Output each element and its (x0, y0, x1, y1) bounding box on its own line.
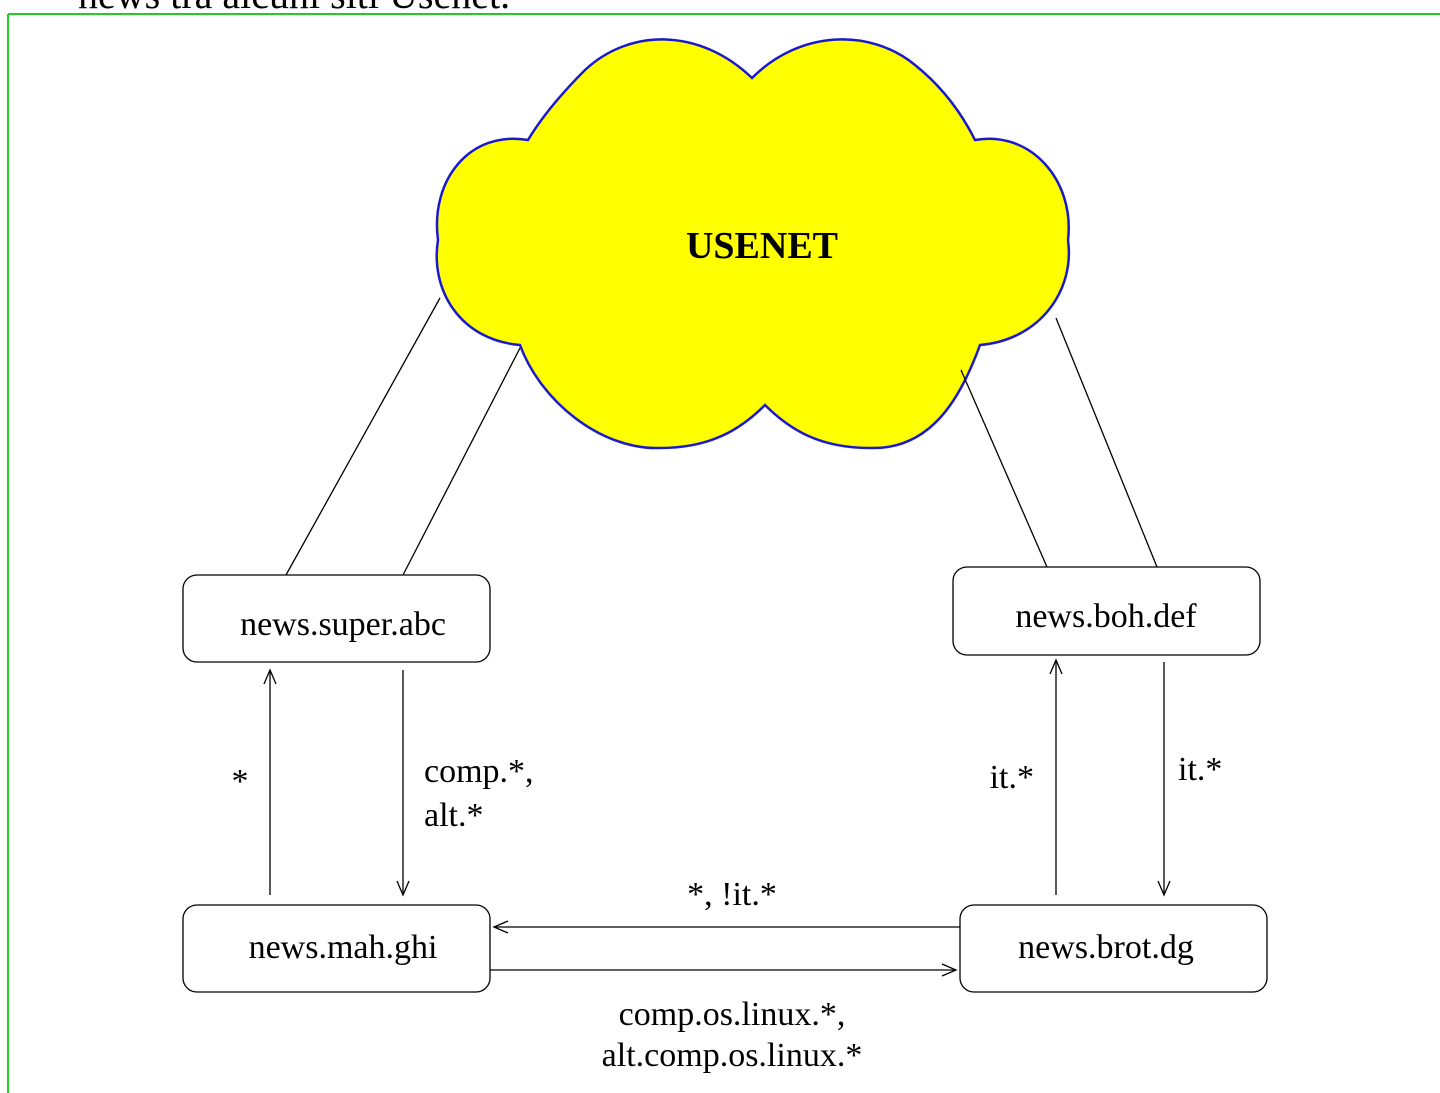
edge-brot-to-boh: it.* (990, 658, 1063, 895)
edge-mah-to-super: * (232, 668, 277, 895)
node-label: news.boh.def (1015, 598, 1197, 635)
cloud-links (285, 297, 1158, 576)
edge-label: *, !it.* (687, 876, 777, 913)
caption-text: news tra alcuni siti Usenet. (78, 0, 510, 17)
node-news-mah-ghi: news.mah.ghi (182, 904, 491, 993)
frame (7, 13, 1440, 1093)
edge-label: it.* (1178, 751, 1222, 788)
node-label: news.super.abc (240, 606, 446, 643)
cloud-label: USENET (686, 225, 838, 267)
edge-brot-to-mah: *, !it.* (492, 876, 960, 934)
node-label: news.mah.ghi (249, 929, 438, 966)
node-news-brot-dg: news.brot.dg (959, 904, 1268, 993)
edge-label: * (232, 763, 249, 800)
usenet-cloud (435, 38, 1071, 450)
edge-label-line-1: comp.*, (424, 753, 534, 790)
edge-label-line-1: comp.os.linux.*, (619, 996, 846, 1033)
edge-super-to-mah: comp.*, alt.* (396, 670, 534, 897)
node-label: news.brot.dg (1018, 929, 1194, 966)
edge-mah-to-brot: comp.os.linux.*, alt.comp.os.linux.* (490, 963, 958, 1074)
node-news-super-abc: news.super.abc (182, 574, 491, 663)
node-news-boh-def: news.boh.def (952, 566, 1261, 656)
edge-label: it.* (990, 759, 1034, 796)
edge-label-line-2: alt.* (424, 797, 483, 834)
edge-label-line-2: alt.comp.os.linux.* (602, 1037, 863, 1074)
edge-boh-to-brot: it.* (1157, 662, 1222, 897)
